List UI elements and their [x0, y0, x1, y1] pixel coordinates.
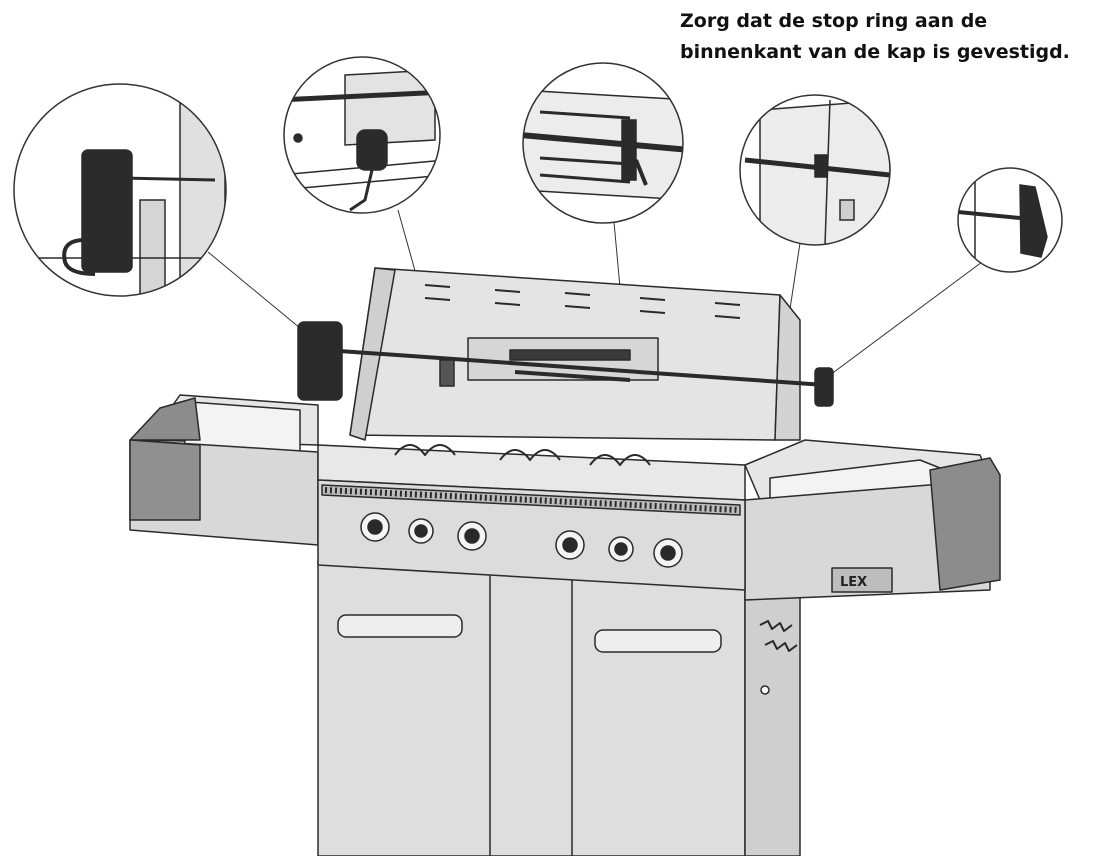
handle-icon [1019, 184, 1048, 258]
fork-icon [621, 119, 637, 181]
callout-spit-forks [522, 62, 684, 224]
callout-handle [957, 167, 1063, 273]
caption-line-1: Zorg dat de stop ring aan de [680, 10, 988, 32]
grill-logo: LEX [840, 575, 867, 590]
caption-line-2: binnenkant van de kap is gevestigd. [680, 41, 1070, 63]
stop-ring-icon [814, 154, 828, 178]
lid-vents [424, 284, 741, 319]
callout-fork-set-screw [283, 56, 441, 214]
rotisserie-spit [297, 321, 834, 407]
right-side-shelf: LEX [744, 439, 1001, 601]
motor-icon [81, 149, 133, 273]
callout-stop-ring [739, 94, 891, 246]
left-side-shelf [129, 394, 319, 546]
control-knobs [360, 512, 683, 568]
firebox [317, 444, 746, 591]
grill-body: LEX [129, 267, 1001, 856]
callout-motor-mount [13, 83, 227, 297]
instruction-caption: Zorg dat de stop ring aan de binnenkant … [680, 6, 1105, 68]
collar-icon [356, 129, 388, 171]
cabinet [317, 559, 801, 856]
